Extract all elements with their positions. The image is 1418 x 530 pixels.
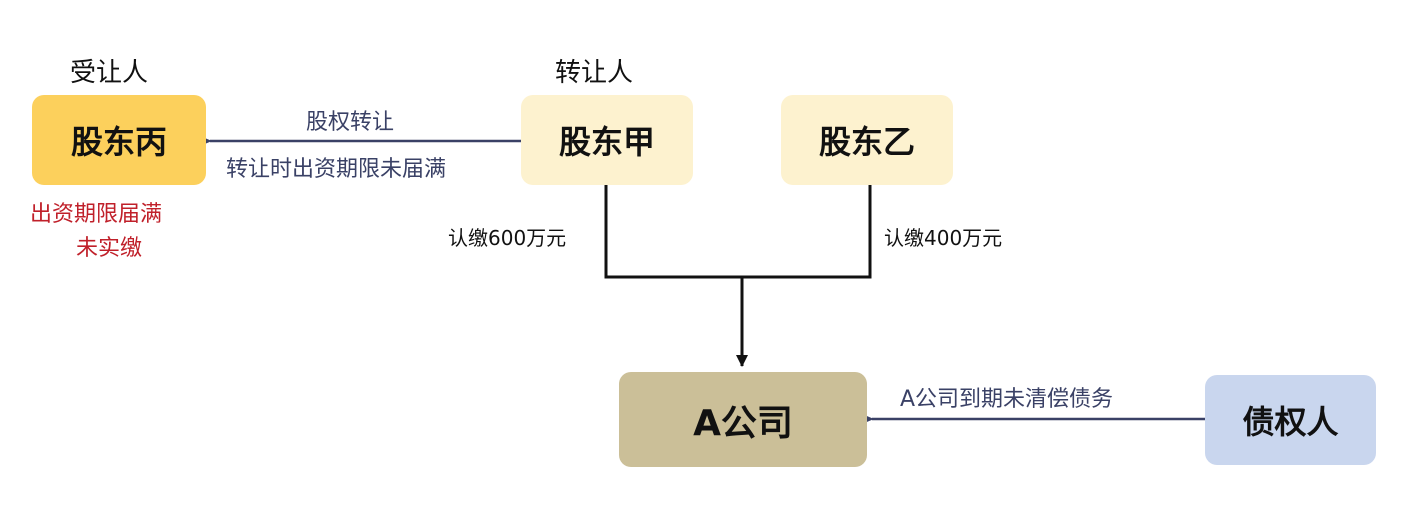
- debt-arrow-label: A公司到期未清偿债务: [900, 387, 1114, 412]
- subscription-bracket: [604, 185, 872, 279]
- yi-subscription-label: 认缴400万元: [884, 226, 1003, 250]
- shareholder-bing-box: 股东丙: [32, 95, 206, 185]
- receiver-role-label: 受让人: [70, 58, 149, 88]
- bing-note-line2: 未实缴: [76, 236, 143, 261]
- company-a-box: A公司: [619, 372, 867, 467]
- shareholder-yi-box: 股东乙: [781, 95, 953, 185]
- transfer-arrow-top-label: 股权转让: [306, 110, 395, 135]
- bing-note-line1: 出资期限届满: [30, 202, 163, 227]
- transferor-role-label: 转让人: [555, 58, 634, 88]
- creditor-box: 债权人: [1205, 375, 1376, 465]
- transfer-arrow-bottom-label: 转让时出资期限未届满: [226, 157, 447, 182]
- shareholder-jia-box: 股东甲: [521, 95, 693, 185]
- jia-subscription-label: 认缴600万元: [448, 226, 567, 250]
